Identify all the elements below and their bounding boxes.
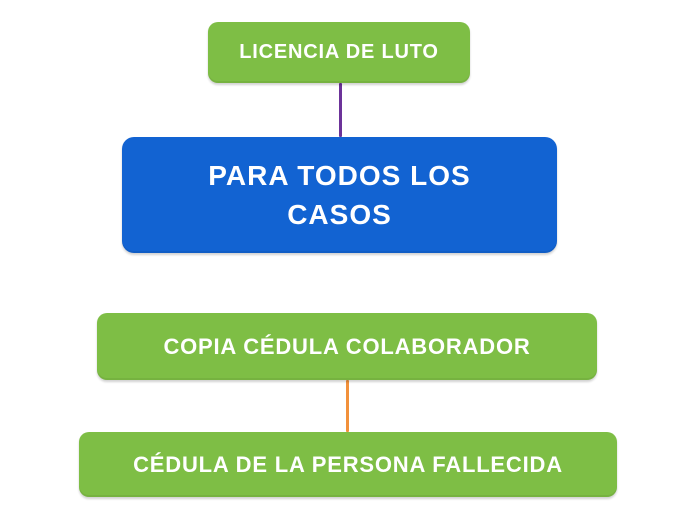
node-label: CÉDULA DE LA PERSONA FALLECIDA <box>133 451 563 477</box>
node-label: PARA TODOS LOS CASOS <box>208 160 471 230</box>
connector-licencia-to-para-todos <box>339 83 342 137</box>
node-para-todos-los-casos[interactable]: PARA TODOS LOS CASOS <box>122 137 557 253</box>
connector-copia-to-fallecida <box>346 380 349 432</box>
node-copia-cedula-colaborador[interactable]: COPIA CÉDULA COLABORADOR <box>97 313 597 380</box>
node-cedula-persona-fallecida[interactable]: CÉDULA DE LA PERSONA FALLECIDA <box>79 432 617 497</box>
node-label: LICENCIA DE LUTO <box>239 41 439 63</box>
node-label: COPIA CÉDULA COLABORADOR <box>163 333 531 359</box>
node-licencia-de-luto[interactable]: LICENCIA DE LUTO <box>208 22 470 83</box>
